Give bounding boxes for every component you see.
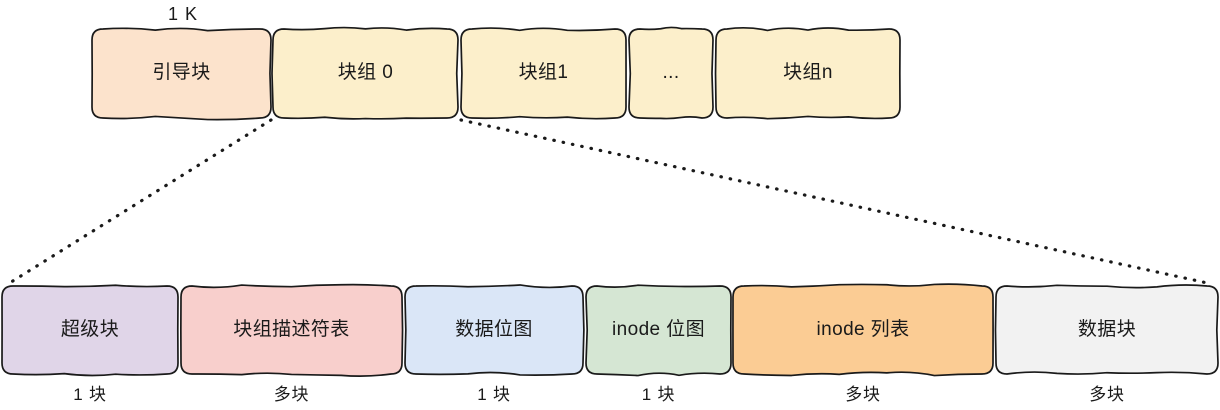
box-inode-table: [732, 283, 994, 377]
bottom-row-box-shapes: [1, 283, 1219, 377]
box-block-group-1: [460, 27, 627, 120]
box-block-group-ellipsis: [628, 26, 714, 120]
size-caption-group-descriptors: 多块: [273, 384, 310, 404]
top-row-box-shapes: [91, 26, 901, 121]
size-caption-inode-table: 多块: [845, 384, 881, 404]
size-caption-inode-bitmap: 1 块: [641, 384, 676, 404]
box-block-group-n: [714, 26, 901, 120]
box-inode-bitmap: [585, 284, 732, 377]
box-data-bitmap: [404, 284, 585, 376]
size-caption-data-bitmap: 1 块: [477, 384, 511, 404]
connector-expand-left: [6, 118, 273, 286]
size-caption-super-block: 1 块: [73, 384, 107, 404]
box-block-group-0: [271, 26, 459, 120]
connector-expand-right: [459, 118, 1214, 286]
box-group-descriptors: [179, 283, 404, 377]
box-data-blocks: [994, 284, 1219, 375]
box-boot-block: [91, 27, 272, 121]
box-super-block: [1, 284, 179, 377]
size-caption-1k: 1 K: [168, 4, 199, 24]
size-caption-data-blocks: 多块: [1089, 384, 1125, 404]
connector-group: [6, 118, 1214, 286]
